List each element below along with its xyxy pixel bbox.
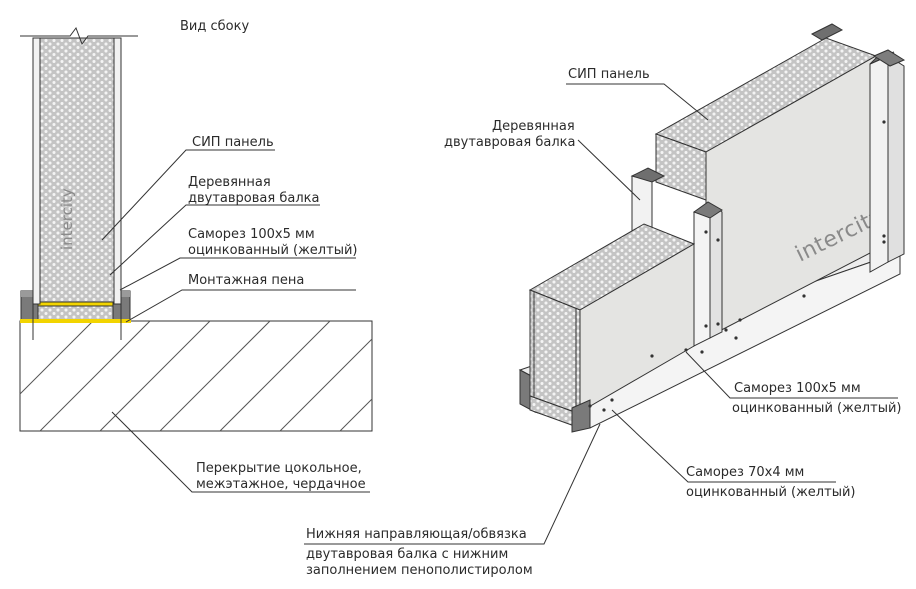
iso-label-screw100-1: Саморез 100х5 мм — [734, 381, 861, 396]
iso-label-rail-1: Нижняя направляющая/обвязка — [306, 527, 527, 542]
side-brand: intercity — [58, 188, 76, 250]
side-label-screw-2: оцинкованный (желтый) — [188, 243, 357, 258]
iso-label-rail-3: заполнением пенополистиролом — [306, 563, 533, 578]
iso-view: intercity — [304, 23, 906, 578]
side-label-floor-1: Перекрытие цокольное, — [196, 461, 362, 476]
iso-label-beam-2: двутавровая балка — [444, 135, 575, 150]
iso-label-screw100-2: оцинкованный (желтый) — [732, 401, 901, 416]
iso-label-sip: СИП панель — [568, 67, 650, 82]
side-label-beam-1: Деревянная — [188, 175, 271, 190]
iso-sip-panel-front — [528, 223, 696, 433]
side-view-title: Вид сбоку — [180, 19, 249, 34]
floor-slab — [19, 320, 373, 432]
side-view: intercity Вид сбоку СИП панель Деревянна… — [19, 19, 373, 493]
iso-leaders — [304, 83, 898, 545]
side-label-beam-2: двутавровая балка — [188, 191, 319, 206]
iso-top-cap — [810, 23, 844, 41]
iso-label-beam-1: Деревянная — [492, 119, 575, 134]
iso-label-rail-2: двутавровая балка с нижним — [306, 547, 508, 562]
iso-right-post — [869, 49, 906, 273]
side-label-floor-2: межэтажное, чердачное — [196, 477, 366, 492]
iso-label-screw70-2: оцинкованный (желтый) — [686, 485, 855, 500]
iso-mid-post — [692, 201, 723, 347]
side-label-sip: СИП панель — [192, 135, 274, 150]
side-label-foam: Монтажная пена — [188, 273, 304, 288]
sip-panel: intercity — [20, 26, 138, 340]
iso-mid-post-rear — [630, 167, 666, 237]
side-leaders — [101, 149, 370, 493]
side-label-screw-1: Саморез 100х5 мм — [188, 227, 315, 242]
iso-label-screw70-1: Саморез 70х4 мм — [686, 465, 804, 480]
iso-screws — [588, 120, 886, 412]
